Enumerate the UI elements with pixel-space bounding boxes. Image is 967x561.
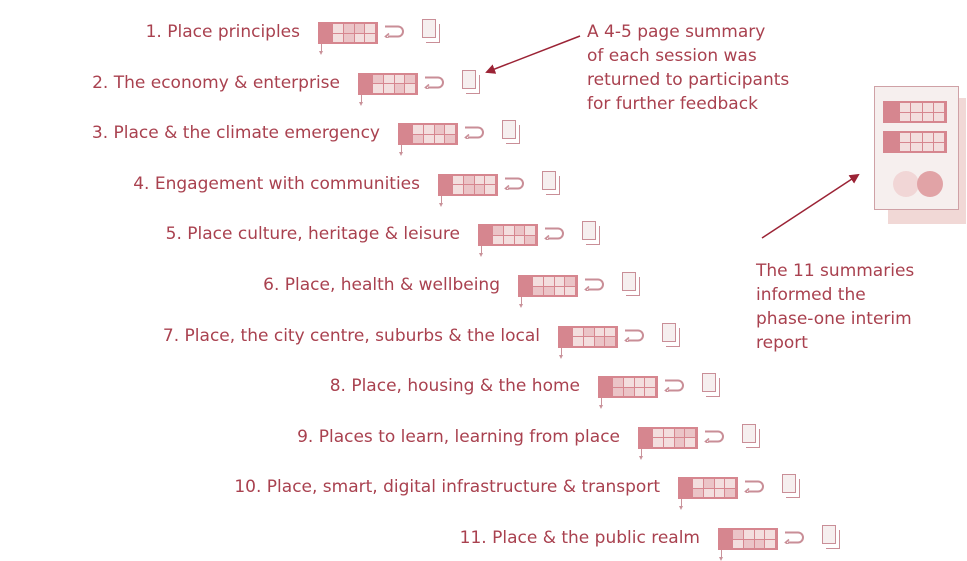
report-note-line: The 11 summaries [756, 261, 915, 281]
participant-grid-icon [518, 275, 578, 308]
participant-grid-icon [478, 224, 538, 258]
document-icon [742, 423, 760, 448]
session-label: 10. Place, smart, digital infrastructure… [234, 477, 660, 498]
session-row: 2. The economy & enterprise [0, 61, 967, 106]
session-row: 7. Place, the city centre, suburbs & the… [0, 314, 967, 359]
participant-grid-icon [358, 72, 418, 106]
loop-arrow-icon [384, 25, 404, 38]
document-icon [462, 69, 480, 94]
report-arrow [761, 173, 860, 239]
session-label: 9. Places to learn, learning from place [297, 426, 620, 447]
loop-arrow-icon [504, 177, 524, 190]
document-icon [422, 19, 440, 43]
participant-grid-icon [558, 325, 618, 359]
loop-arrow-icon [744, 480, 764, 494]
session-row: 3. Place & the climate emergency [0, 111, 967, 157]
document-icon [582, 221, 600, 246]
report-note-line: report [756, 333, 808, 353]
loop-arrow-icon [664, 379, 684, 393]
document-icon [702, 373, 720, 398]
session-row: 4. Engagement with communities [0, 162, 967, 207]
document-icon [542, 170, 560, 195]
report-note-line: informed the [756, 285, 866, 305]
participant-grid-icon [438, 173, 498, 207]
participant-grid-icon [678, 477, 738, 511]
summary-note-line: of each session was [587, 46, 757, 66]
participant-grid-icon [318, 22, 378, 55]
interim-report-icon [874, 86, 959, 210]
session-row: 6. Place, health & wellbeing [0, 263, 967, 308]
document-icon [502, 120, 520, 145]
participant-grid-icon [398, 123, 458, 157]
participant-grid-icon [638, 426, 698, 460]
participant-grid-icon [883, 101, 947, 123]
session-row: 10. Place, smart, digital infrastructure… [0, 465, 967, 511]
summary-arrow [485, 35, 581, 74]
session-row: 9. Places to learn, learning from place [0, 415, 967, 460]
report-note: The 11 summaries informed the phase-one … [756, 259, 914, 355]
session-label: 6. Place, health & wellbeing [263, 275, 500, 295]
summary-note: A 4-5 page summary of each session was r… [587, 20, 789, 116]
loop-arrow-icon [424, 76, 444, 89]
session-label: 3. Place & the climate emergency [91, 123, 380, 144]
summary-note-line: for further feedback [587, 94, 758, 114]
session-label: 5. Place culture, heritage & leisure [165, 224, 460, 245]
session-row: 1. Place principles [0, 10, 967, 55]
document-icon [782, 474, 800, 499]
report-note-line: phase-one interim [756, 309, 912, 329]
loop-arrow-icon [624, 329, 644, 342]
document-icon [662, 322, 680, 347]
session-label: 2. The economy & enterprise [92, 72, 340, 93]
loop-arrow-icon [584, 278, 604, 291]
connector-arrows [485, 35, 860, 239]
summary-note-line: A 4-5 page summary [587, 22, 766, 42]
session-label: 4. Engagement with communities [133, 173, 420, 194]
session-label: 7. Place, the city centre, suburbs & the… [162, 325, 540, 346]
participant-grid-icon [598, 376, 658, 410]
loop-arrow-icon [464, 126, 484, 140]
summary-note-line: returned to participants [587, 70, 790, 90]
report-circle-light [893, 171, 919, 197]
session-row: 8. Place, housing & the home [0, 364, 967, 410]
report-circle-dark [917, 171, 943, 197]
loop-arrow-icon [704, 430, 724, 443]
session-label: 1. Place principles [145, 22, 300, 42]
loop-arrow-icon [544, 227, 564, 241]
document-icon [622, 272, 640, 296]
session-label: 8. Place, housing & the home [329, 376, 580, 397]
participant-grid-icon [883, 131, 947, 153]
session-row: 5. Place culture, heritage & leisure [0, 212, 967, 258]
